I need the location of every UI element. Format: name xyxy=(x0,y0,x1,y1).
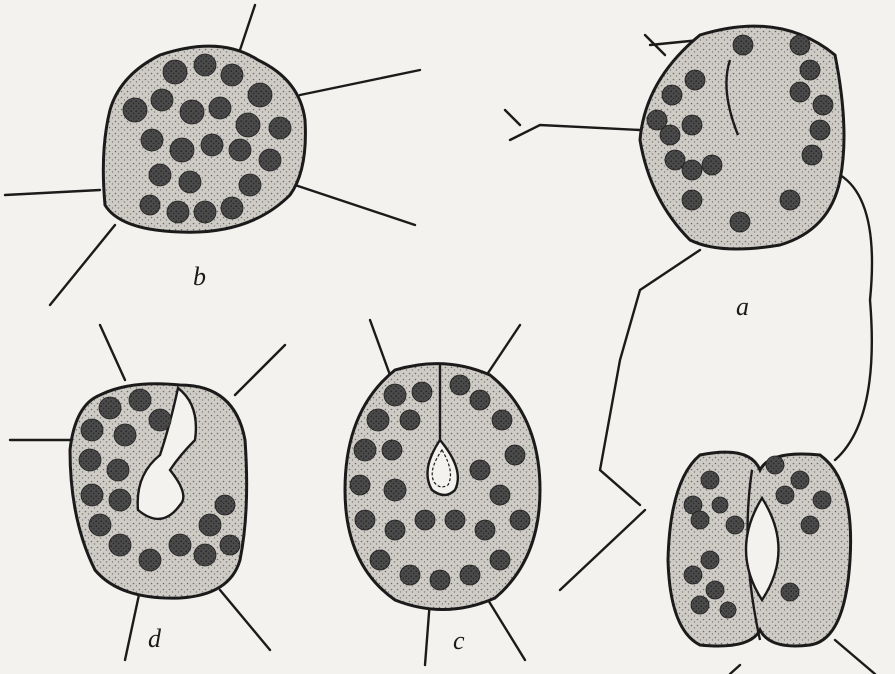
wall-line xyxy=(50,225,115,305)
wall-line xyxy=(240,5,255,50)
wall-line xyxy=(100,325,125,380)
wall-line xyxy=(510,125,640,140)
wall-line xyxy=(835,175,872,460)
wall-line xyxy=(370,320,390,375)
wall-line xyxy=(5,190,100,195)
cell-d xyxy=(10,325,285,660)
wall-line xyxy=(220,590,270,650)
cell-a xyxy=(505,26,875,674)
wall-line xyxy=(300,70,420,95)
label-a: a xyxy=(736,292,749,322)
cell-b xyxy=(5,5,420,305)
wall-line xyxy=(235,345,285,395)
label-b: b xyxy=(193,262,206,292)
wall-line xyxy=(505,110,520,125)
wall-line xyxy=(485,595,525,660)
cell-c xyxy=(345,320,540,665)
wall-line xyxy=(730,665,740,674)
label-d: d xyxy=(148,624,161,654)
wall-line xyxy=(835,640,875,674)
wall-line xyxy=(600,250,700,505)
wall-line xyxy=(295,185,415,225)
wall-line xyxy=(125,590,140,660)
label-c: c xyxy=(453,626,465,656)
wall-line xyxy=(560,510,645,590)
